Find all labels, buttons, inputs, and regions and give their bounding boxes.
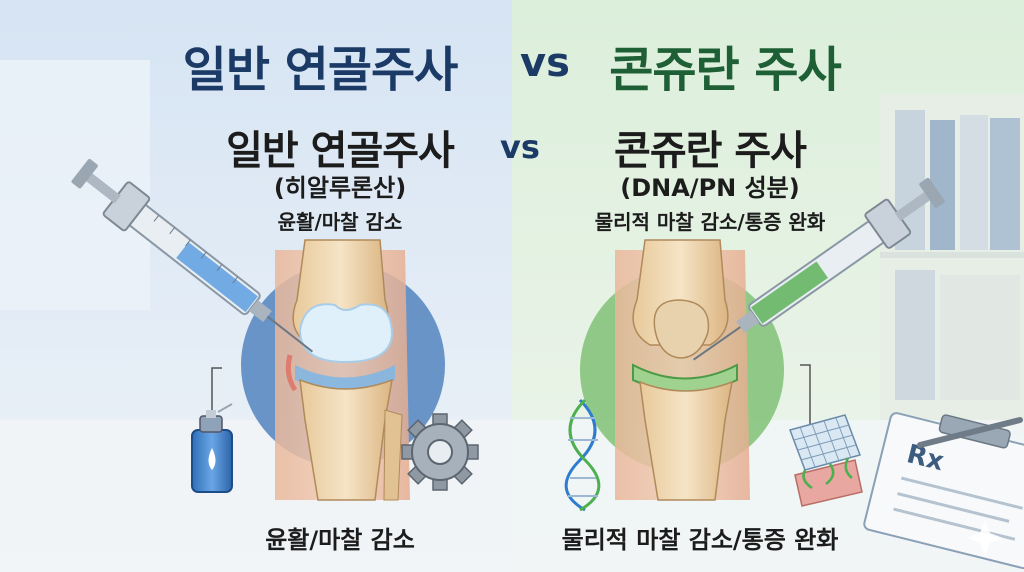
cartilage-left [298,303,394,364]
right-heading: 콘쥬란 주사 [614,128,807,174]
main-title-left: 일반 연골주사 [182,42,459,98]
left-ingredient: (히알루론산) [273,174,407,202]
main-title-right: 콘쥬란 주사 [609,42,842,98]
tibia-right [639,380,733,501]
spray-can-icon [191,403,233,493]
sparkle-icon [967,520,1003,556]
right-ingredient: (DNA/PN 성분) [620,174,800,202]
left-effect: 윤활/마찰 감소 [277,210,403,234]
left-heading: 일반 연골주사 [226,128,455,174]
dna-icon [564,398,601,512]
mesh-scaffold-icon [789,414,863,507]
main-title-vs: vs [520,40,570,86]
syringe-right [693,177,945,361]
gear-icon [401,413,479,491]
patella-right [653,299,710,359]
right-effect: 물리적 마찰 감소/통증 완화 [594,210,826,234]
right-caption: 물리적 마찰 감소/통증 완화 [561,526,839,554]
tibia-left [299,378,393,501]
left-caption: 윤활/마찰 감소 [265,526,415,554]
center-vs: vs [500,128,540,166]
pen-icon [917,417,1023,448]
syringe-left [71,159,314,353]
